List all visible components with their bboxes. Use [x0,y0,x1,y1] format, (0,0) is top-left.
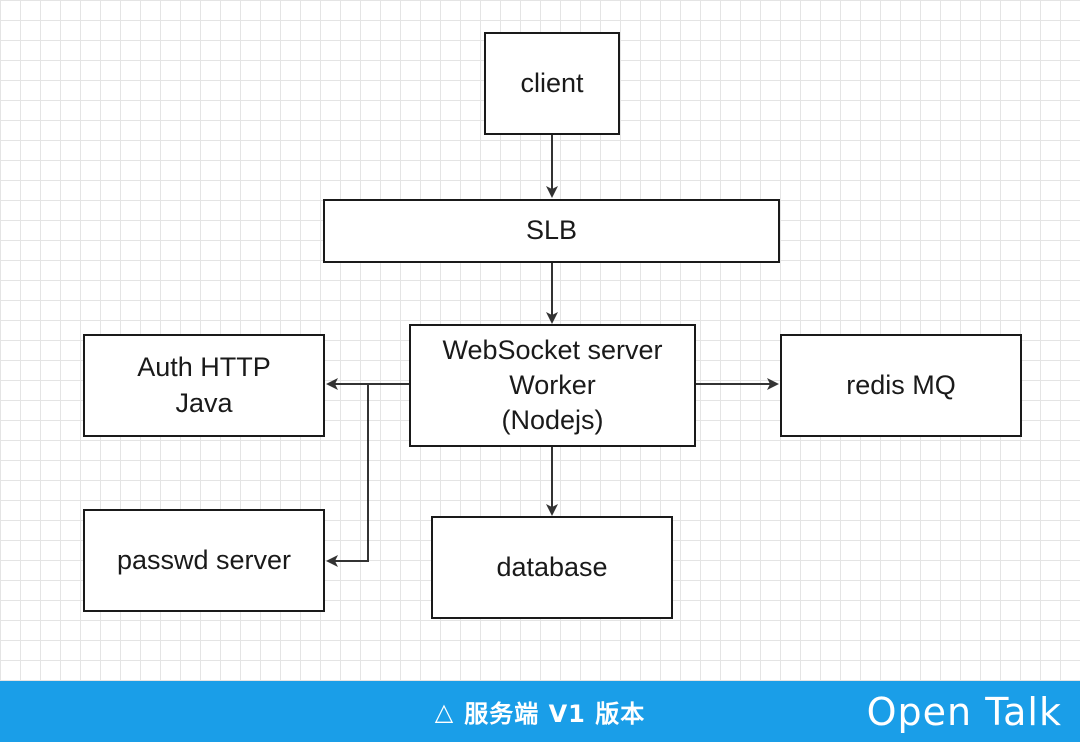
triangle-icon: △ [434,697,455,726]
node-passwd-label: passwd server [116,544,292,575]
node-redis-label: redis MQ [846,369,956,400]
node-passwd-server: passwd server [83,509,325,612]
node-websocket-line3: (Nodejs) [501,405,604,436]
node-websocket-line2: Worker [509,369,596,400]
node-auth-line2: Java [175,387,233,418]
node-websocket-line1: WebSocket server [442,334,663,365]
node-database: database [431,516,673,619]
node-database-label: database [496,551,608,582]
footer-caption-text: 服务端 V1 版本 [464,700,646,728]
node-auth-http: Auth HTTP Java [83,334,325,437]
brand-logo: Open Talk [866,689,1062,734]
node-auth-line1: Auth HTTP [137,352,271,383]
node-redis-mq: redis MQ [780,334,1022,437]
edge-websocket-to-passwd [326,384,369,567]
node-client: client [484,32,620,135]
node-websocket-server: WebSocket server Worker (Nodejs) [409,324,696,447]
node-slb: SLB [323,199,780,263]
node-slb-label: SLB [525,215,578,246]
node-client-label: client [520,67,584,98]
footer-caption: △ 服务端 V1 版本 [0,681,1080,742]
footer-banner: △ 服务端 V1 版本 Open Talk [0,681,1080,742]
